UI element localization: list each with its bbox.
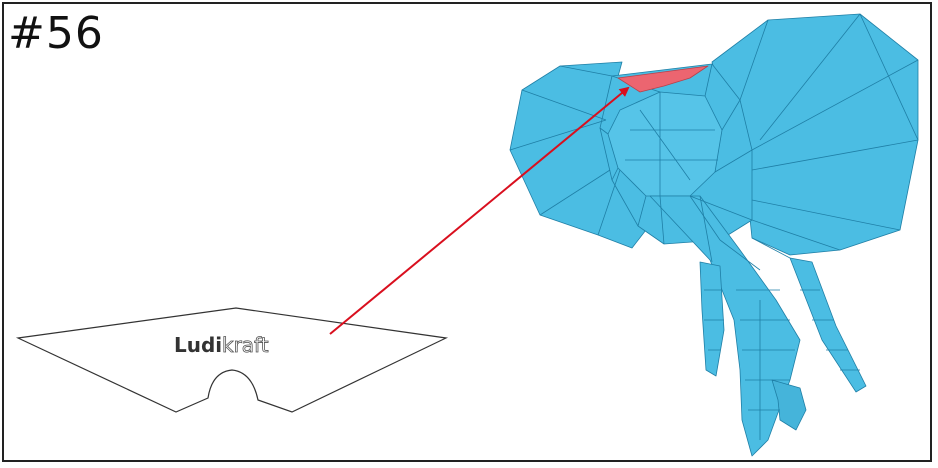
- highlighted-facet: [617, 65, 709, 93]
- brand-logo-bold: Ludi: [174, 333, 222, 357]
- paper-piece: Ludi kraft: [15, 307, 449, 413]
- placement-arrow: [329, 86, 630, 335]
- brand-logo-outline: kraft: [222, 333, 269, 357]
- face-ring: [607, 91, 723, 197]
- trunk-tip: [771, 379, 807, 431]
- left-tusk: [699, 261, 725, 377]
- step-number: #56: [8, 8, 104, 59]
- facet-lines: [509, 13, 919, 440]
- elephant-model: [509, 13, 919, 457]
- right-tusk: [789, 257, 867, 393]
- trunk: [649, 195, 801, 457]
- piece-outline: [15, 307, 449, 413]
